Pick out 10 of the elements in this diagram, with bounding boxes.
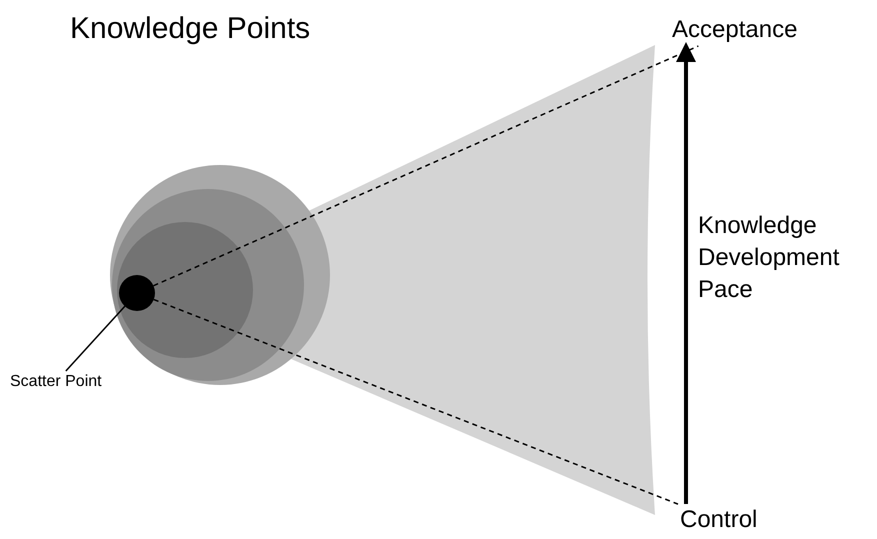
diagram-title: Knowledge Points bbox=[70, 12, 310, 46]
leader-line bbox=[65, 306, 126, 372]
node-label: Control bbox=[680, 506, 758, 534]
dashed-line bbox=[153, 45, 699, 286]
node-label: Scatter Point bbox=[10, 373, 102, 391]
arrow bbox=[676, 42, 696, 504]
scatter-point-dot bbox=[119, 275, 155, 311]
edge-label: Knowledge Development Pace bbox=[698, 211, 840, 305]
dashed-line bbox=[154, 298, 678, 505]
node-label: Acceptance bbox=[672, 16, 798, 44]
